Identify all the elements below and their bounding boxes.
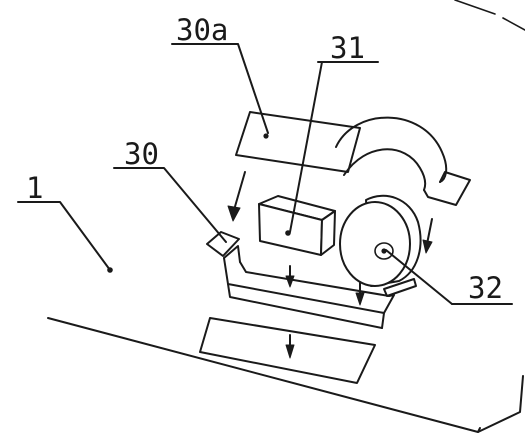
- separator-bar: [383, 278, 417, 297]
- label-1: 1: [26, 171, 43, 205]
- reference-labels: 1 30 30a 31 32: [26, 13, 503, 305]
- arched-strap: [335, 116, 471, 206]
- label-30: 30: [124, 137, 159, 171]
- roller: [339, 194, 422, 287]
- leader-lines: [17, 43, 513, 305]
- assembly-arrows: [227, 171, 433, 359]
- label-30a: 30a: [176, 13, 228, 47]
- label-32: 32: [468, 271, 503, 305]
- block: [258, 195, 336, 256]
- cover-plate: [235, 111, 361, 173]
- label-31: 31: [330, 31, 365, 65]
- bottom-pad: [199, 317, 376, 384]
